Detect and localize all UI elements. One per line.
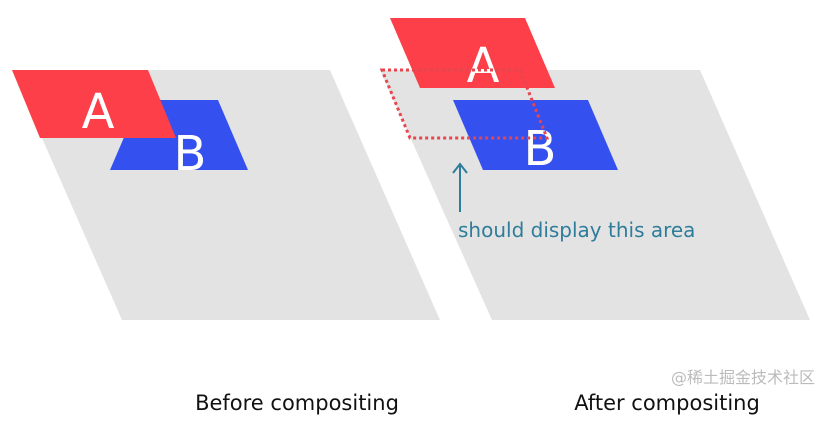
- arrow-up-icon: [452, 162, 468, 212]
- expected-area-outline: [379, 68, 550, 140]
- before-caption: Before compositing: [195, 391, 399, 415]
- after-caption: After compositing: [574, 391, 760, 415]
- before-compositing-figure: B A Before compositing: [12, 70, 440, 415]
- layer-a: [12, 70, 176, 138]
- layer-a-label: A: [467, 38, 500, 94]
- background-layer: [380, 70, 810, 320]
- layer-b-label: B: [524, 121, 557, 177]
- layer-b: [453, 100, 618, 170]
- after-compositing-figure: B A should display this area After compo…: [379, 18, 815, 415]
- annotation-text: should display this area: [458, 218, 695, 242]
- watermark: @稀土掘金技术社区: [671, 368, 815, 387]
- layer-b-label: B: [174, 126, 207, 182]
- layer-a-label: A: [82, 84, 115, 140]
